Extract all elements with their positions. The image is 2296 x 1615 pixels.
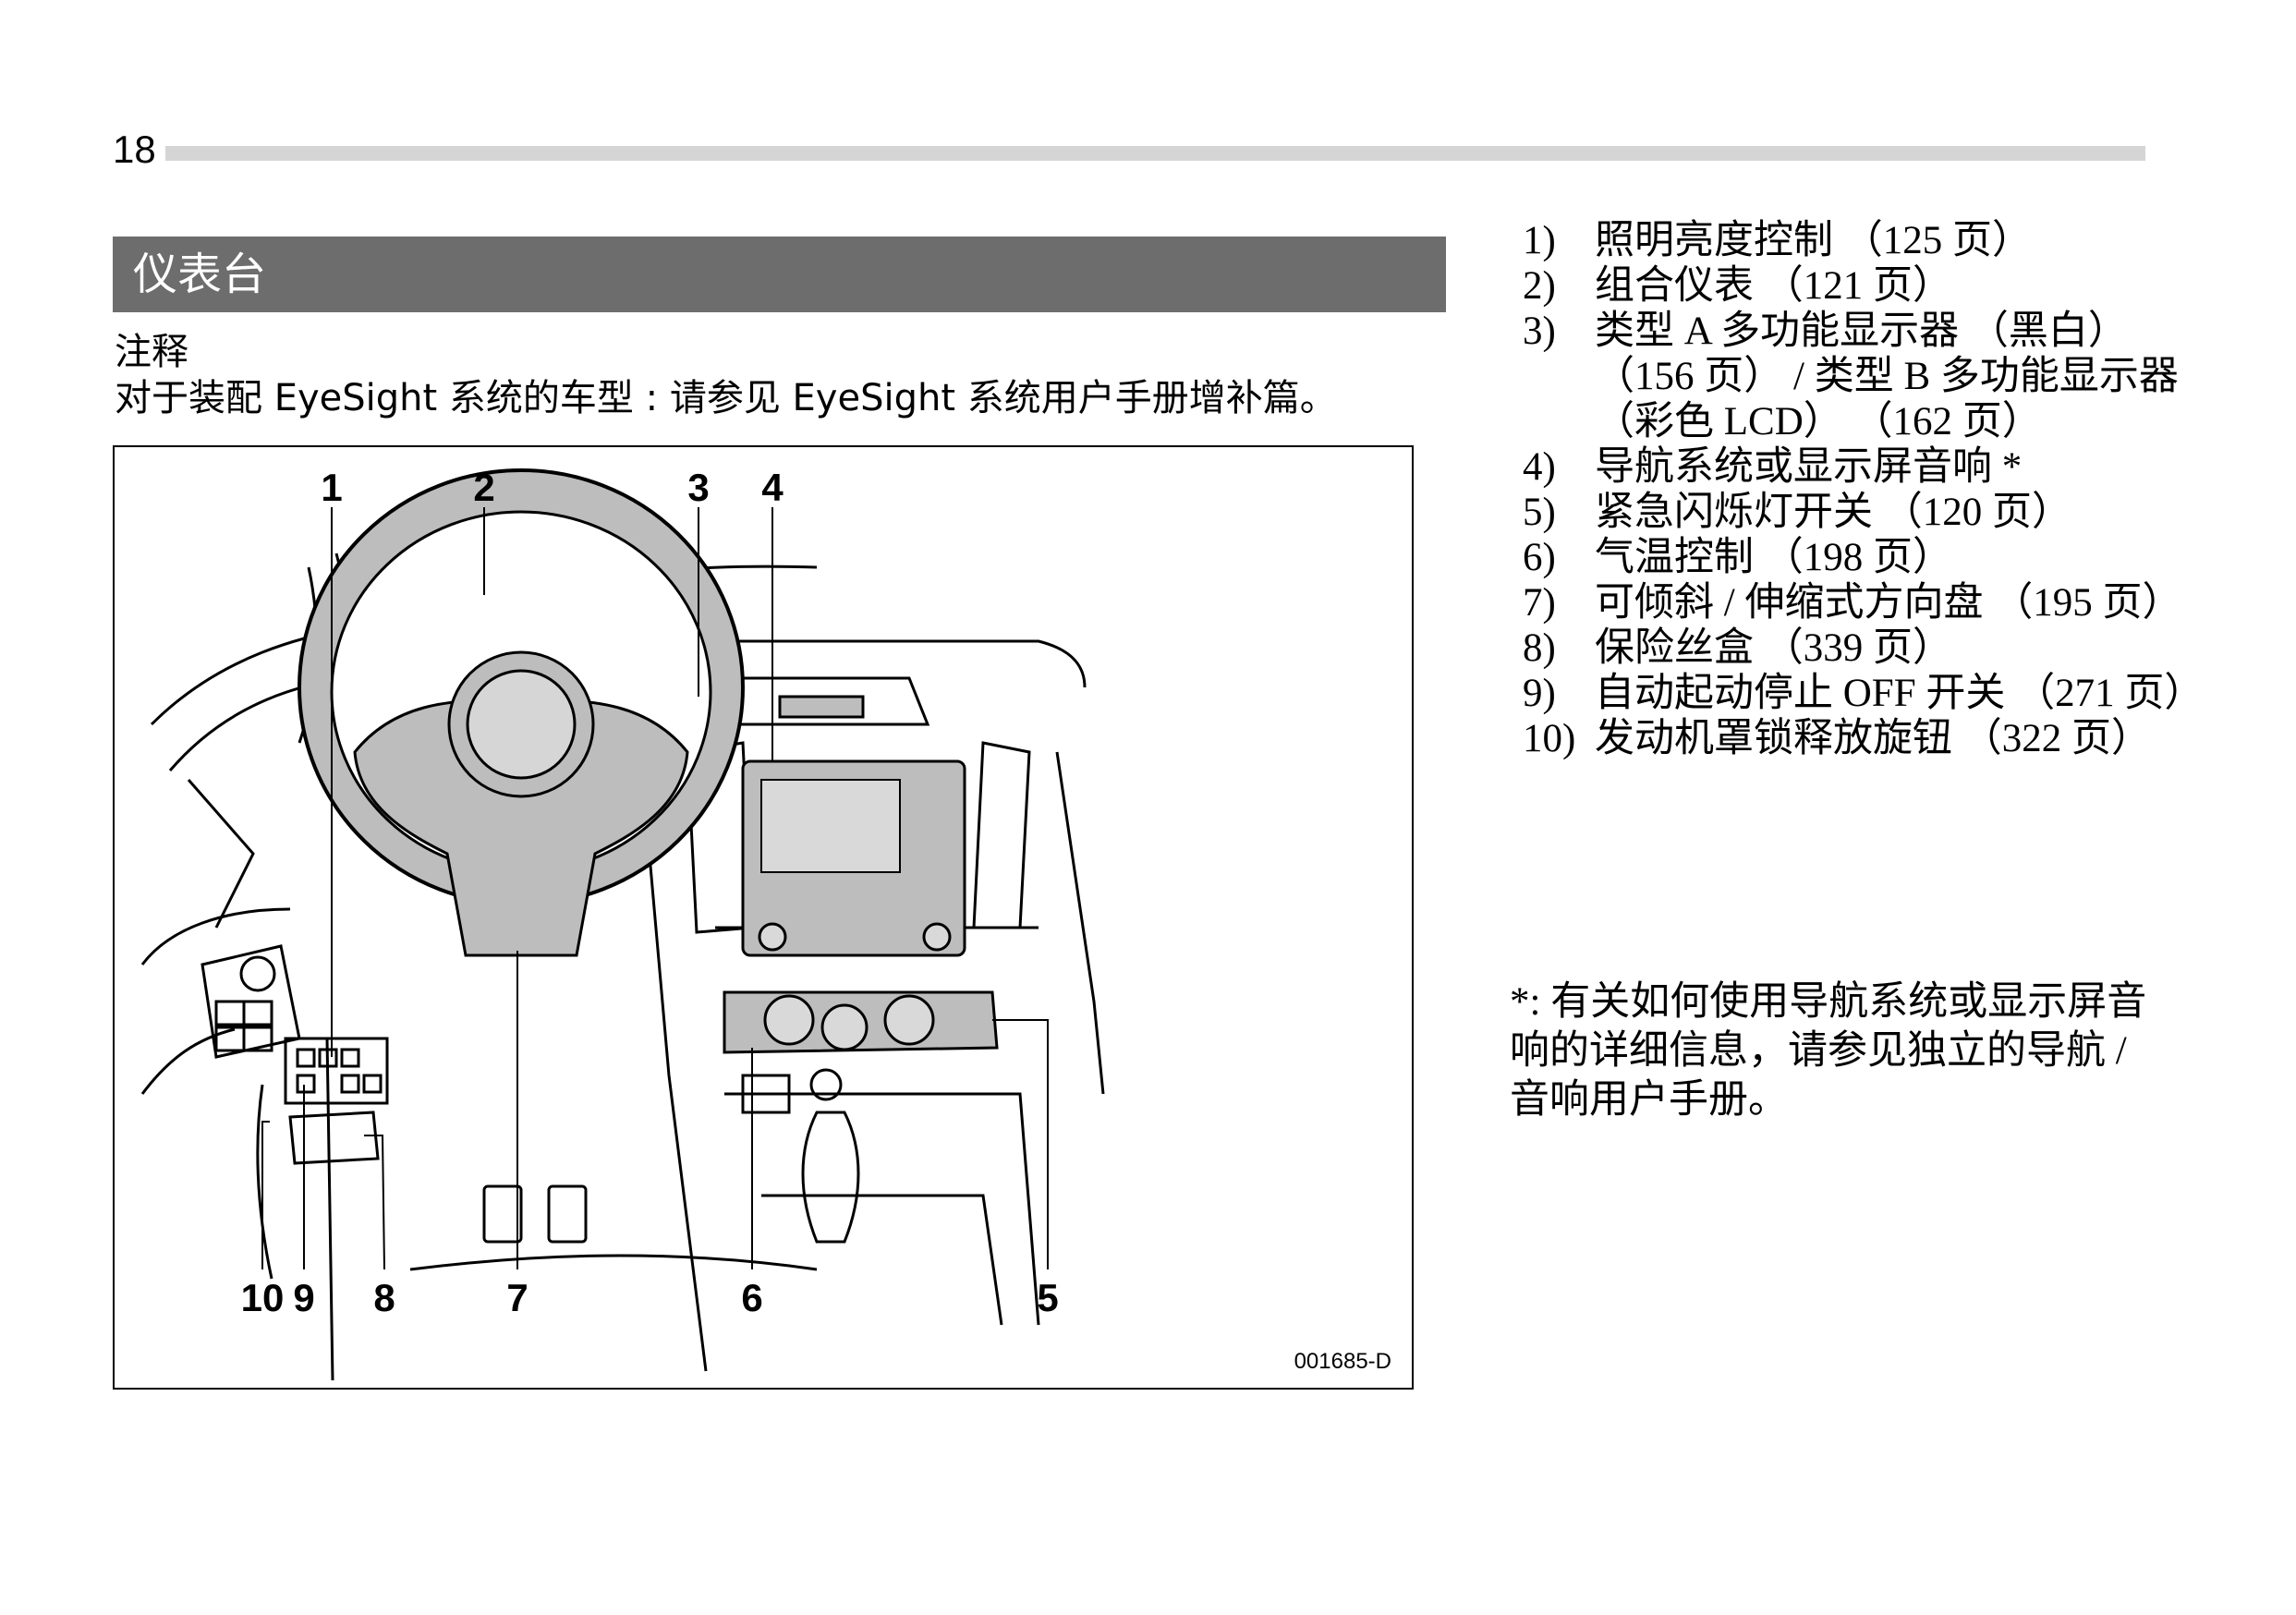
section-title: 仪表台: [133, 249, 267, 300]
callout-1: 1: [321, 466, 342, 509]
callout-4: 4: [761, 466, 784, 509]
callout-10: 10: [241, 1276, 285, 1319]
note-label: 注释: [115, 331, 188, 373]
dashboard-illustration: 1 2 3 4 5 6 7 8 9 10: [140, 466, 1105, 1381]
legend-text: 保险丝盒 （339 页）: [1595, 626, 1952, 670]
legend-text: 照明亮度控制 （125 页）: [1595, 219, 2032, 262]
legend-list: 1) 照明亮度控制 （125 页） 2) 组合仪表 （121 页） 3) 类型 …: [1523, 218, 2205, 761]
legend-number: 2): [1523, 264, 1556, 308]
dashboard-figure: 1 2 3 4 5 6 7 8 9 10 001685-D: [113, 445, 1414, 1390]
legend-text: 气温控制 （198 页）: [1595, 536, 1952, 579]
legend-number: 8): [1523, 626, 1556, 670]
legend-number: 5): [1523, 491, 1556, 534]
legend-text: 组合仪表 （121 页）: [1595, 264, 1952, 308]
callout-2: 2: [473, 466, 494, 509]
section-header: 仪表台: [113, 237, 1446, 312]
note-text: 对于装配 EyeSight 系统的车型 : 请参见 EyeSight 系统用户手…: [115, 377, 1337, 419]
legend-number: 1): [1523, 219, 1556, 262]
legend-number: 10): [1523, 717, 1576, 760]
header-rule: [113, 146, 2145, 161]
callout-7: 7: [506, 1276, 528, 1319]
callout-3: 3: [687, 466, 709, 509]
legend-number: 7): [1523, 581, 1556, 625]
legend-text: 类型 A 多功能显示器 （黑白）（156 页） / 类型 B 多功能显示器 （彩…: [1595, 310, 2179, 443]
legend-text: 导航系统或显示屏音响 *: [1595, 445, 2023, 489]
legend-number: 3): [1523, 310, 1556, 353]
legend-item: 9) 自动起动停止 OFF 开关 （271 页）: [1523, 671, 2205, 716]
footnote: *: 有关如何使用导航系统或显示屏音响的详细信息，请参见独立的导航 / 音响用户…: [1510, 980, 2147, 1122]
callout-9: 9: [293, 1276, 314, 1319]
legend-text: 自动起动停止 OFF 开关 （271 页）: [1595, 672, 2205, 715]
legend-number: 6): [1523, 536, 1556, 579]
figure-code: 001685-D: [1294, 1349, 1391, 1374]
legend-number: 4): [1523, 445, 1556, 489]
legend-item: 6) 气温控制 （198 页）: [1523, 535, 2188, 580]
legend-item: 1) 照明亮度控制 （125 页）: [1523, 218, 2188, 263]
legend-item: 4) 导航系统或显示屏音响 *: [1523, 444, 2188, 490]
callout-8: 8: [373, 1276, 395, 1319]
legend-item: 3) 类型 A 多功能显示器 （黑白）（156 页） / 类型 B 多功能显示器…: [1523, 309, 2188, 444]
legend-item: 5) 紧急闪烁灯开关 （120 页）: [1523, 490, 2188, 535]
legend-item: 7) 可倾斜 / 伸缩式方向盘 （195 页）: [1523, 580, 2188, 625]
legend-text: 发动机罩锁释放旋钮 （322 页）: [1595, 717, 2151, 760]
legend-item: 10) 发动机罩锁释放旋钮 （322 页）: [1523, 716, 2188, 761]
legend-text: 可倾斜 / 伸缩式方向盘 （195 页）: [1595, 581, 2182, 625]
legend-text: 紧急闪烁灯开关 （120 页）: [1595, 491, 2071, 534]
callout-6: 6: [741, 1276, 762, 1319]
legend-item: 8) 保险丝盒 （339 页）: [1523, 625, 2188, 671]
page-number: 18: [113, 128, 165, 172]
callout-5: 5: [1037, 1276, 1058, 1319]
legend-item: 2) 组合仪表 （121 页）: [1523, 263, 2188, 309]
legend-number: 9): [1523, 672, 1556, 715]
